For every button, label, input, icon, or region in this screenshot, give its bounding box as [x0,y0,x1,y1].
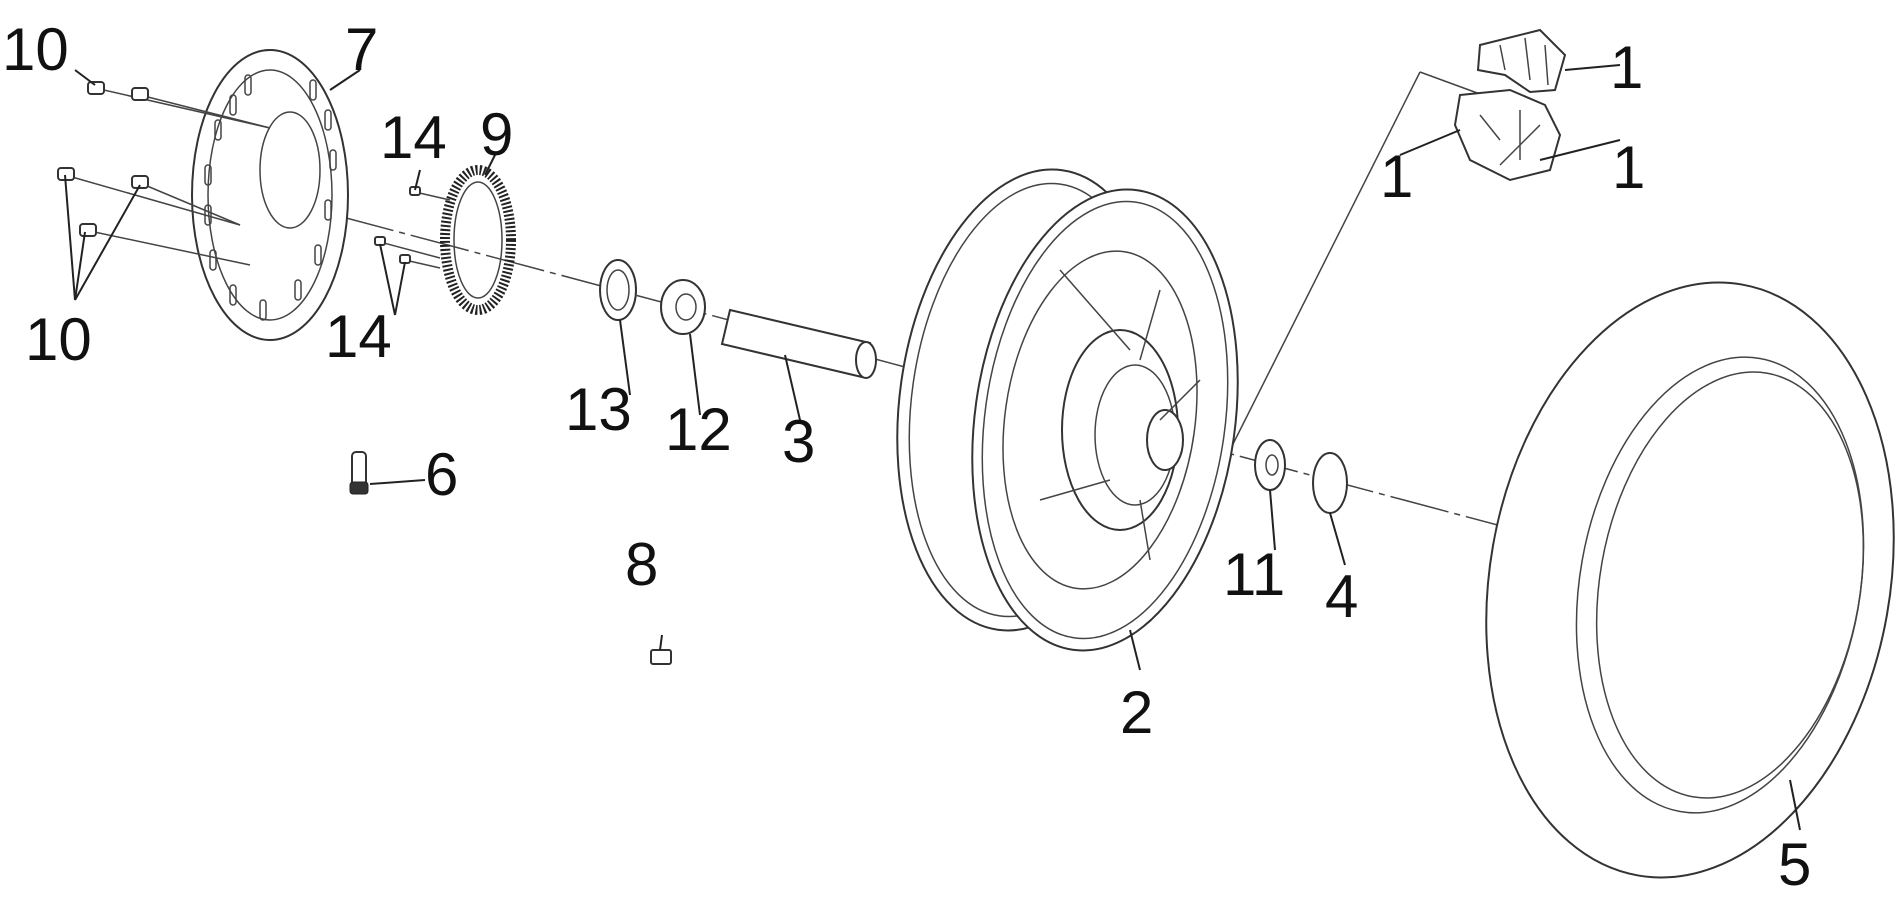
callout-7: 7 [345,16,378,83]
callout-3: 3 [782,408,815,475]
axle-centerline [259,71,1611,556]
tone-ring-screws [374,186,451,269]
callout-1-left: 1 [1380,143,1413,210]
callout-1-right: 1 [1612,134,1645,201]
bearing-11 [1254,439,1286,491]
callout-2: 2 [1120,679,1153,746]
callout-14-bottom: 14 [325,303,392,370]
callout-14-top: 14 [380,104,447,171]
callout-11: 11 [1223,541,1285,608]
balance-weight [650,649,672,665]
leader-lines [64,64,1801,831]
circlip [1312,452,1348,514]
callout-4: 4 [1325,563,1358,630]
callout-10-bottom: 10 [25,306,92,373]
callout-1-top: 1 [1610,34,1643,101]
callout-10-top: 10 [2,16,69,83]
callout-9: 9 [480,101,513,168]
oil-seal [599,259,637,321]
callout-5: 5 [1778,831,1811,898]
bearing-12 [660,279,706,335]
callouts: 10 10 7 14 14 9 13 12 3 6 8 2 11 4 5 1 1… [2,16,1811,898]
tone-ring [440,165,516,315]
callout-8: 8 [625,531,658,598]
callout-13: 13 [565,376,632,443]
callout-6: 6 [425,441,458,508]
spacer-tube [720,308,877,379]
cush-drive-dampers [1453,28,1567,182]
wheel-rim [896,168,1239,652]
tyre [1485,281,1895,879]
brake-disc [191,49,349,341]
disc-bolts [57,81,271,266]
tyre-valve [349,451,369,495]
callout-12: 12 [665,396,732,463]
